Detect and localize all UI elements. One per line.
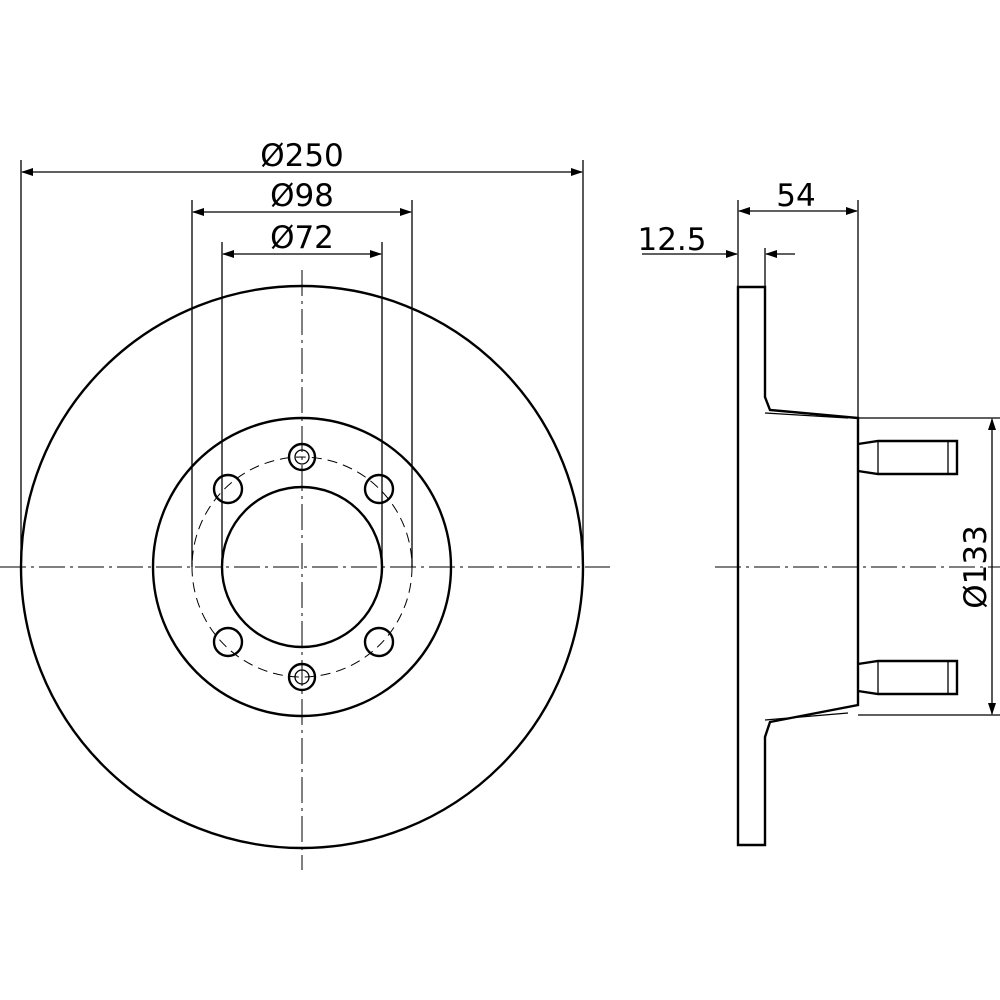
locating-hole bbox=[212, 626, 244, 658]
locating-hole bbox=[212, 473, 244, 505]
bolt-hole bbox=[287, 662, 317, 692]
bolt-circle-label: Ø98 bbox=[270, 178, 334, 214]
disc-section bbox=[736, 285, 860, 847]
bolt-hole bbox=[287, 442, 317, 472]
hub-edge bbox=[764, 712, 849, 721]
side-view: 54 12.5 Ø133 bbox=[637, 178, 1000, 847]
bolt-hole-thread bbox=[294, 449, 310, 465]
locating-hole bbox=[363, 626, 395, 658]
disc-thickness-label: 12.5 bbox=[637, 222, 706, 258]
hub-edge bbox=[764, 412, 849, 419]
outer-diameter-label: Ø250 bbox=[260, 138, 344, 174]
wheel-stud-upper bbox=[857, 439, 959, 476]
wheel-stud-lower bbox=[857, 659, 959, 696]
hub-diameter-label: Ø133 bbox=[958, 525, 994, 609]
total-height-label: 54 bbox=[776, 178, 815, 214]
locating-hole bbox=[363, 473, 395, 505]
hub-outline bbox=[151, 416, 453, 718]
bolt-hole-thread bbox=[294, 669, 310, 685]
center-bore-label: Ø72 bbox=[270, 220, 334, 256]
front-view: Ø250 Ø98 Ø72 bbox=[0, 138, 610, 870]
